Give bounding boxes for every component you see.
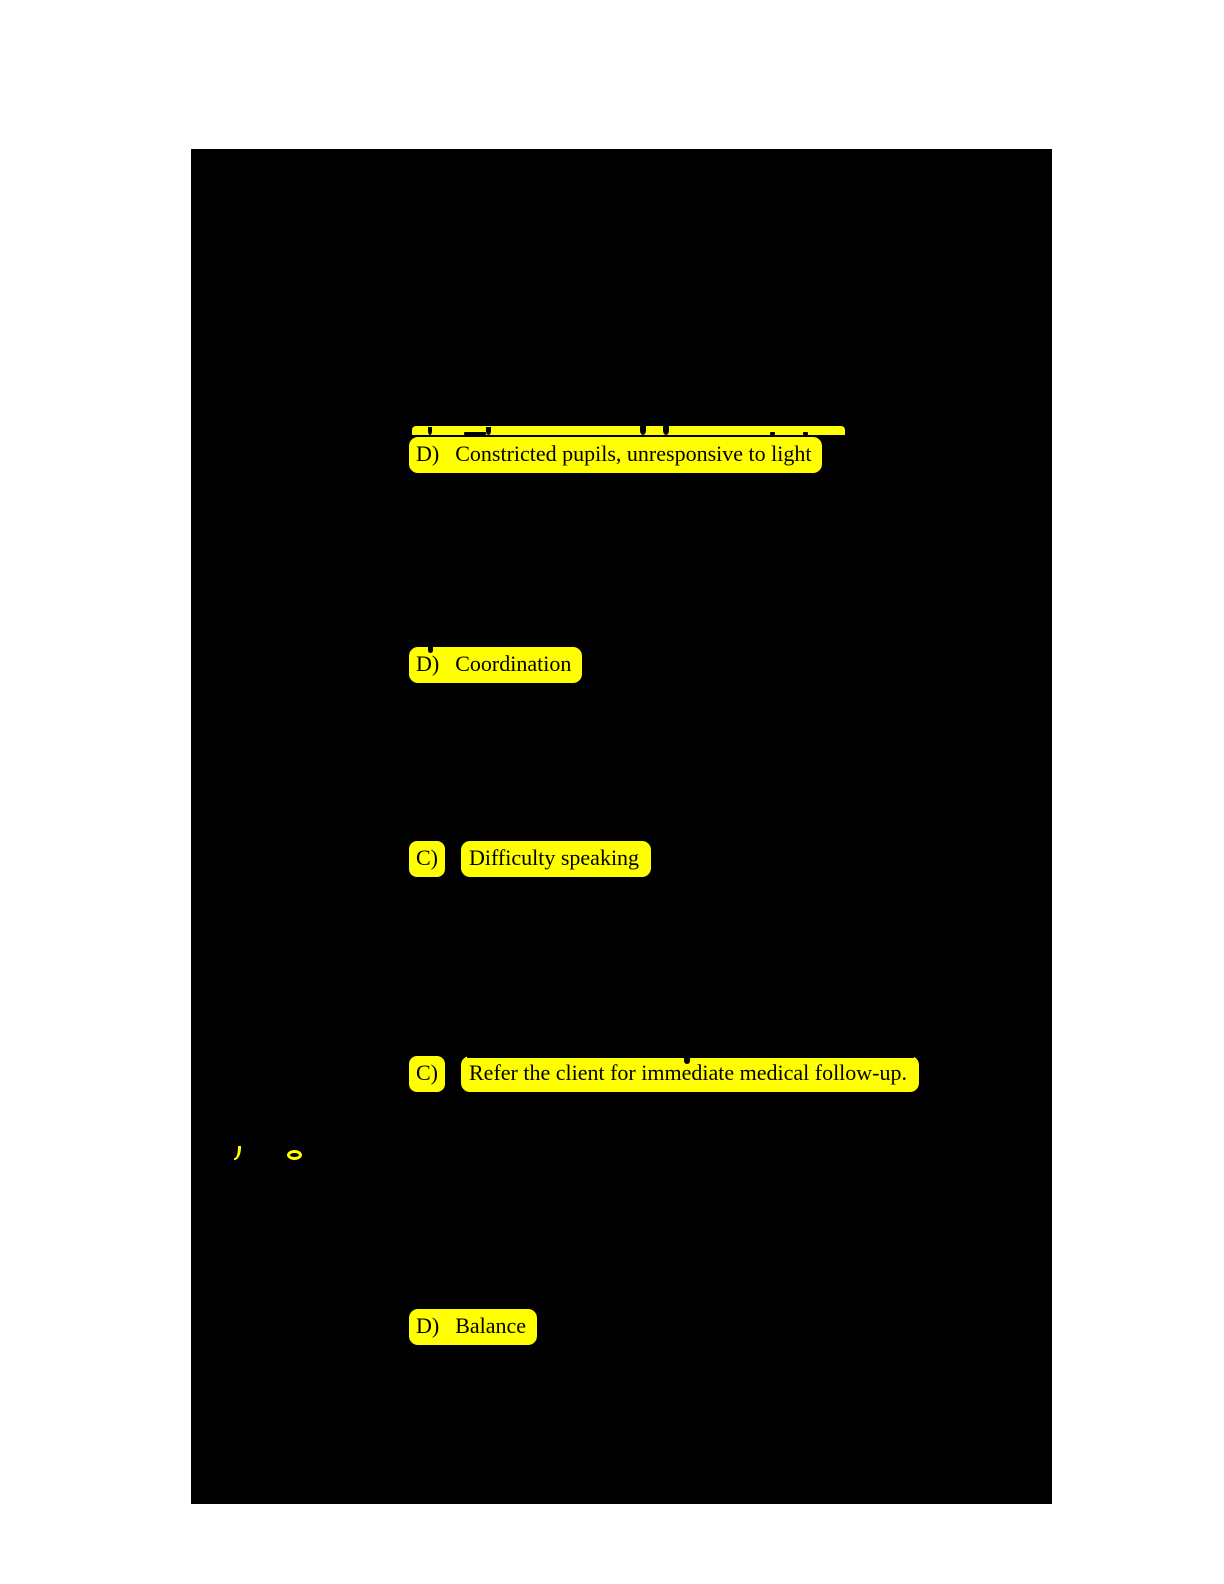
option-letter: D)	[416, 1313, 440, 1338]
option-text: Balance	[455, 1313, 527, 1338]
answer-letter-highlight: C)	[409, 841, 445, 877]
answer-option-row: D) Constricted pupils, unresponsive to l…	[409, 437, 823, 473]
answer-letter-highlight: C)	[409, 1056, 445, 1092]
previous-line-fragment	[467, 1056, 914, 1058]
highlighted-descender-fragment	[287, 1150, 302, 1160]
descender-fragment	[640, 426, 646, 435]
answer-highlight: D) Balance	[409, 1309, 538, 1345]
descender-fragment	[428, 647, 433, 653]
descender-fragment	[684, 1056, 690, 1064]
answer-option-row: C) Refer the client for immediate medica…	[409, 1056, 920, 1092]
descender-fragment	[663, 426, 669, 435]
option-letter: C)	[416, 1060, 438, 1085]
answer-option-row: D) Coordination	[409, 647, 583, 683]
option-letter: C)	[416, 845, 438, 870]
highlight-remnant-strip	[412, 426, 845, 435]
document-page: D) Constricted pupils, unresponsive to l…	[191, 149, 1052, 1504]
option-text: Constricted pupils, unresponsive to ligh…	[455, 441, 812, 466]
option-text: Refer the client for immediate medical f…	[469, 1060, 908, 1085]
answer-highlight: D) Coordination	[409, 647, 583, 683]
answer-highlight: Refer the client for immediate medical f…	[461, 1056, 920, 1092]
descender-fragment	[770, 432, 775, 435]
option-letter: D)	[416, 441, 440, 466]
answer-option-row: C) Difficulty speaking	[409, 841, 652, 877]
option-letter: D)	[416, 651, 440, 676]
descender-fragment	[803, 432, 808, 435]
answer-highlight: D) Constricted pupils, unresponsive to l…	[409, 437, 823, 473]
answer-highlight: Difficulty speaking	[461, 841, 652, 877]
answer-option-row: D) Balance	[409, 1309, 538, 1345]
descender-fragment	[428, 427, 432, 435]
descender-fragment	[464, 432, 486, 435]
highlighted-descender-fragment	[234, 1146, 241, 1160]
option-text: Coordination	[455, 651, 572, 676]
option-text: Difficulty speaking	[469, 845, 640, 870]
descender-fragment	[486, 427, 491, 435]
